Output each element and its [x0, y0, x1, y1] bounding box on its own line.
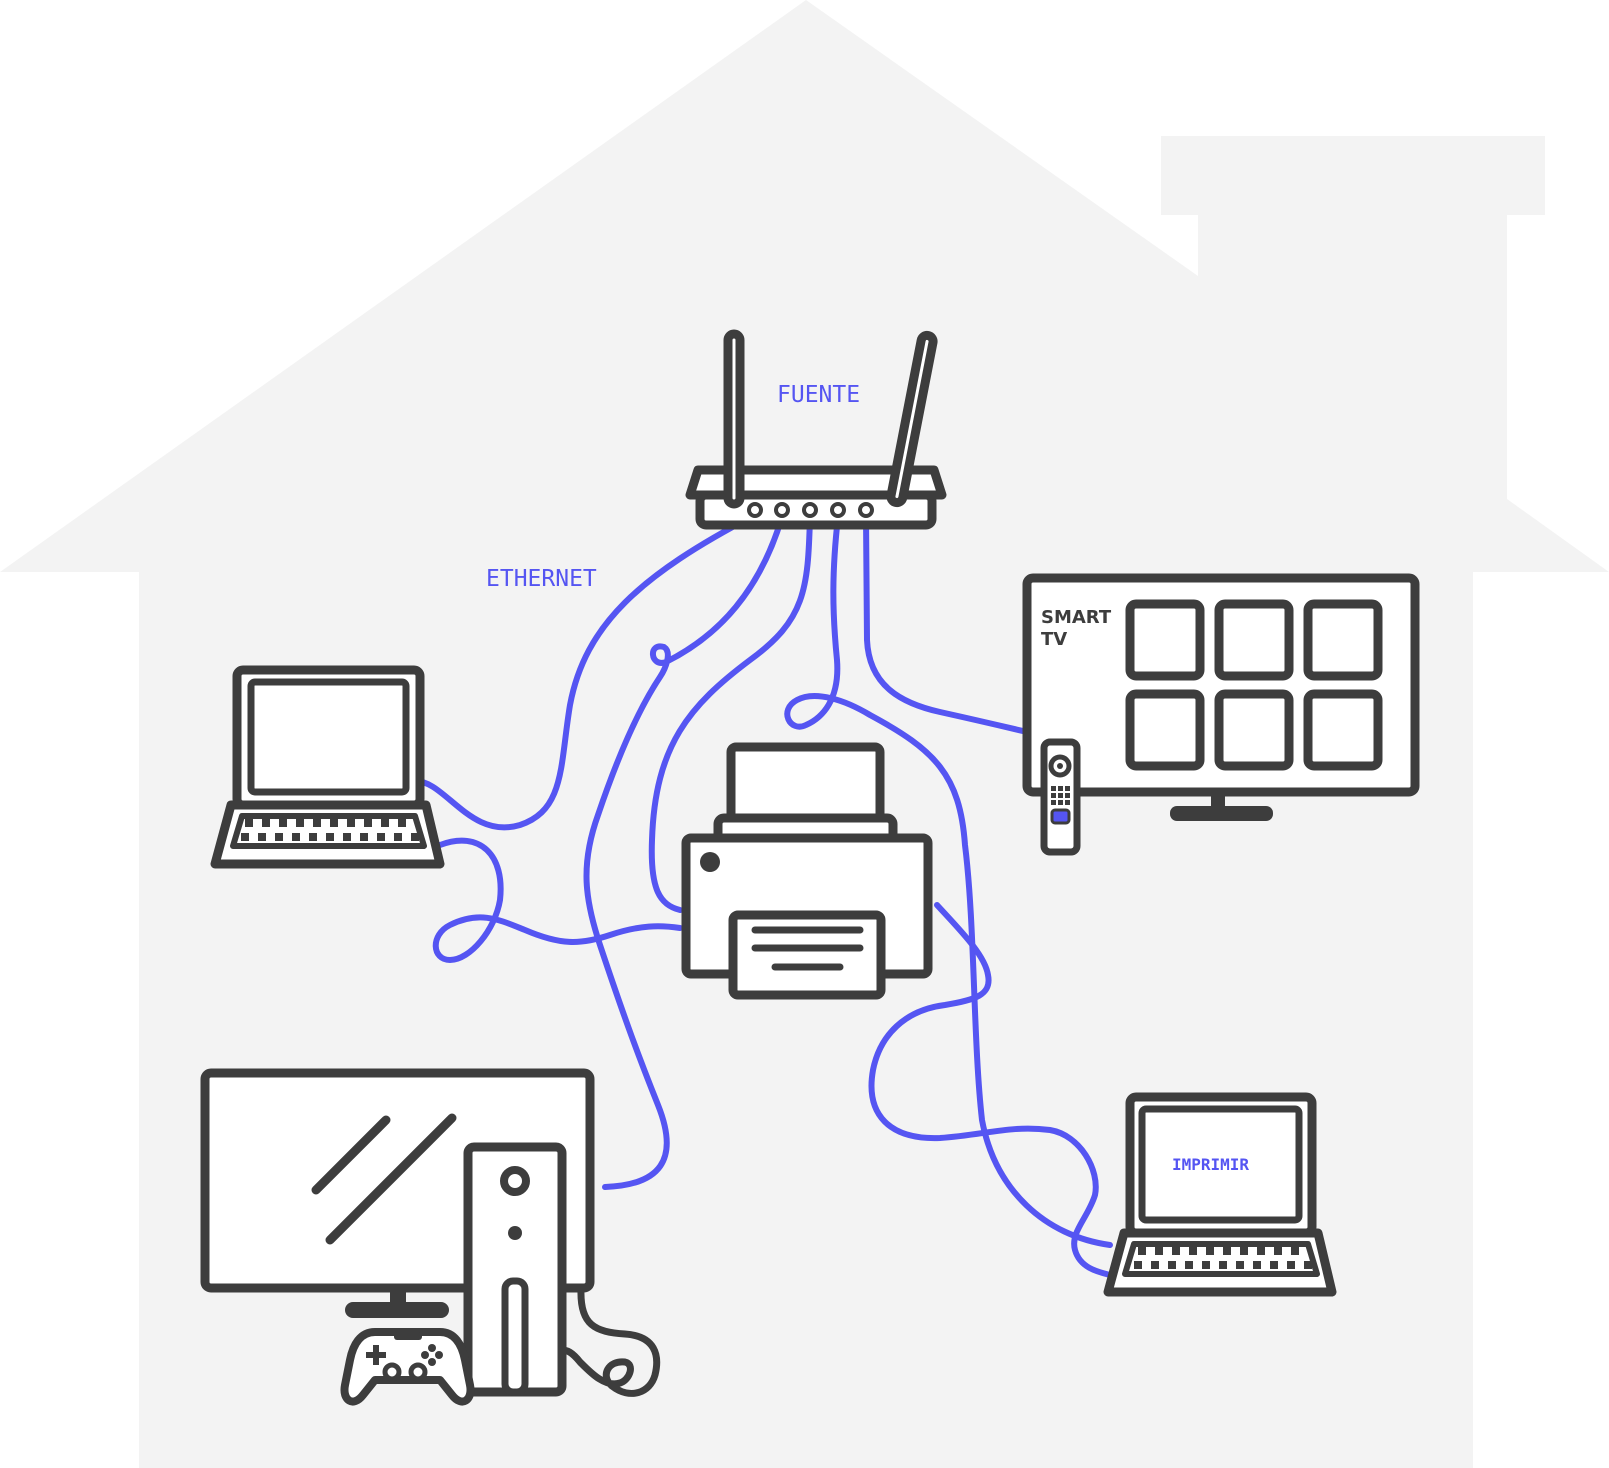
game-controller-icon [340, 1328, 475, 1406]
tv-app-tiles [1125, 599, 1383, 771]
ethernet-cables [412, 512, 1113, 1397]
smart-tv-label-line1: SMART [1041, 607, 1112, 628]
print-label: IMPRIMIR [1172, 1155, 1249, 1174]
source-label: FUENTE [777, 382, 860, 408]
cable-router-pc [583, 514, 785, 1190]
cable-router-right-laptop [784, 514, 1113, 1248]
smart-tv-icon: SMART TV [1022, 573, 1420, 821]
laptop-keyboard [1134, 1247, 1312, 1269]
laptop-icon-left [210, 665, 445, 869]
cable-laptop-printer [432, 837, 683, 963]
laptop-icon-right: IMPRIMIR [1103, 1092, 1337, 1297]
pc-tower-icon [463, 1142, 567, 1397]
smart-tv-label-line2: TV [1041, 629, 1067, 650]
cable-pc-controller [558, 1286, 661, 1397]
router-ports [747, 502, 874, 518]
remote-control-icon [1040, 738, 1081, 856]
cable-printer-laptop [868, 902, 1113, 1278]
cable-router-printer [648, 514, 813, 913]
cable-router-laptop [412, 512, 758, 831]
laptop-keyboard [241, 819, 419, 841]
cable-router-tv [863, 514, 1030, 735]
printer-icon [681, 742, 933, 1000]
router-icon [685, 329, 947, 530]
ethernet-label: ETHERNET [486, 566, 597, 592]
